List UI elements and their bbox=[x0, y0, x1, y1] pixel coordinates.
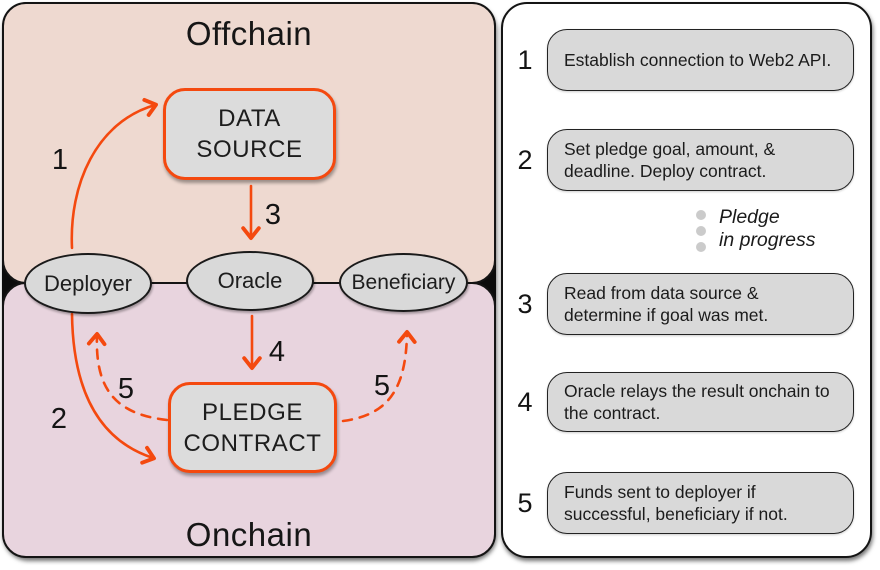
pledge-contract-label-line2: CONTRACT bbox=[183, 429, 322, 457]
step-bubble-5: Funds sent to deployer if successful, be… bbox=[547, 472, 854, 534]
step-number-1: 1 bbox=[517, 44, 533, 75]
progress-dot bbox=[696, 210, 706, 220]
step-bubble-1: Establish connection to Web2 API. bbox=[547, 29, 854, 91]
progress-dot bbox=[696, 242, 706, 252]
arrow-label-3: 3 bbox=[264, 199, 282, 231]
step-number-4: 4 bbox=[517, 386, 533, 417]
step-text-5: Funds sent to deployer if successful, be… bbox=[564, 481, 788, 525]
steps-panel: 1 Establish connection to Web2 API. 2 Se… bbox=[501, 2, 872, 558]
arrow-label-4: 4 bbox=[268, 336, 286, 368]
step-row-1: 1 Establish connection to Web2 API. bbox=[503, 29, 870, 91]
progress-note-text: Pledge in progress bbox=[719, 206, 815, 252]
step-bubble-2: Set pledge goal, amount, & deadline. Dep… bbox=[547, 129, 854, 191]
arrow-label-2: 2 bbox=[50, 403, 68, 435]
step-row-4: 4 Oracle relays the result onchain to th… bbox=[503, 372, 870, 432]
step-row-2: 2 Set pledge goal, amount, & deadline. D… bbox=[503, 129, 870, 191]
step-bubble-4: Oracle relays the result onchain to the … bbox=[547, 372, 854, 432]
onchain-region-title: Onchain bbox=[185, 516, 313, 553]
step-text-3: Read from data source & determine if goa… bbox=[564, 282, 769, 326]
step-row-5: 5 Funds sent to deployer if successful, … bbox=[503, 472, 870, 534]
progress-dots-icon bbox=[696, 210, 706, 252]
beneficiary-node: Beneficiary bbox=[339, 253, 468, 312]
step-number-3: 3 bbox=[517, 288, 533, 319]
deployer-node: Deployer bbox=[24, 253, 152, 314]
arrow-label-5-right: 5 bbox=[373, 370, 391, 402]
step-bubble-3: Read from data source & determine if goa… bbox=[547, 273, 854, 335]
step-text-1: Establish connection to Web2 API. bbox=[564, 49, 832, 70]
step-number-5: 5 bbox=[517, 487, 533, 518]
oracle-node: Oracle bbox=[186, 251, 314, 311]
step-text-4: Oracle relays the result onchain to the … bbox=[564, 380, 830, 424]
pledge-in-progress-note: Pledge in progress bbox=[503, 205, 870, 259]
arrow-label-1: 1 bbox=[51, 144, 69, 176]
offchain-region-title: Offchain bbox=[185, 15, 313, 52]
data-source-label-line1: DATA bbox=[218, 105, 281, 132]
pledge-contract-label-line1: PLEDGE bbox=[202, 398, 303, 426]
pledge-contract-node: PLEDGE CONTRACT bbox=[168, 382, 337, 473]
data-source-label-line2: SOURCE bbox=[196, 136, 303, 163]
step-text-2: Set pledge goal, amount, & deadline. Dep… bbox=[564, 138, 776, 182]
arrow-label-5-left: 5 bbox=[117, 373, 135, 405]
step-row-3: 3 Read from data source & determine if g… bbox=[503, 273, 870, 335]
step-number-2: 2 bbox=[517, 144, 533, 175]
architecture-diagram-panel: Offchain Onchain DATA SOURCE PLEDGE CONT… bbox=[2, 2, 496, 558]
progress-note-line2: in progress bbox=[719, 229, 816, 251]
progress-dot bbox=[696, 226, 706, 236]
data-source-node: DATA SOURCE bbox=[163, 88, 336, 180]
progress-note-line1: Pledge bbox=[719, 206, 780, 228]
